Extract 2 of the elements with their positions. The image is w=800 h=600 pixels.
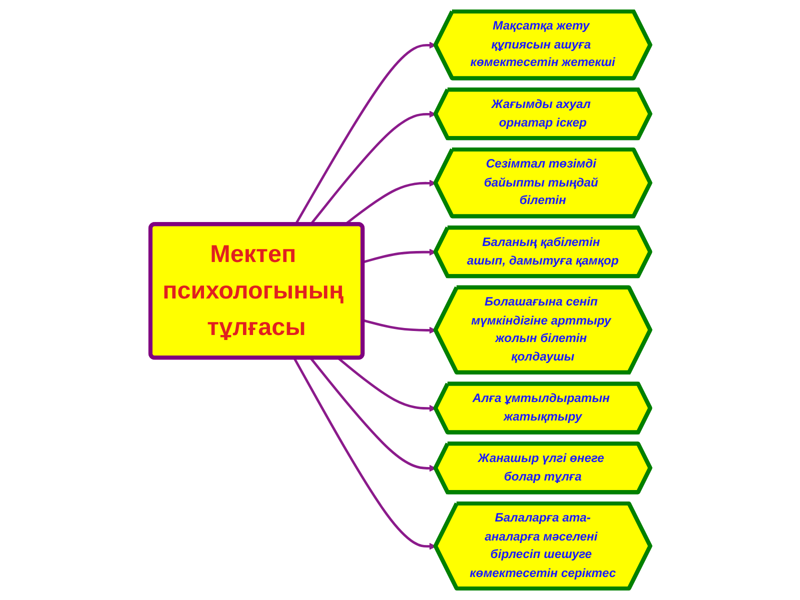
arrow: [362, 319, 436, 334]
arrow: [362, 248, 436, 264]
